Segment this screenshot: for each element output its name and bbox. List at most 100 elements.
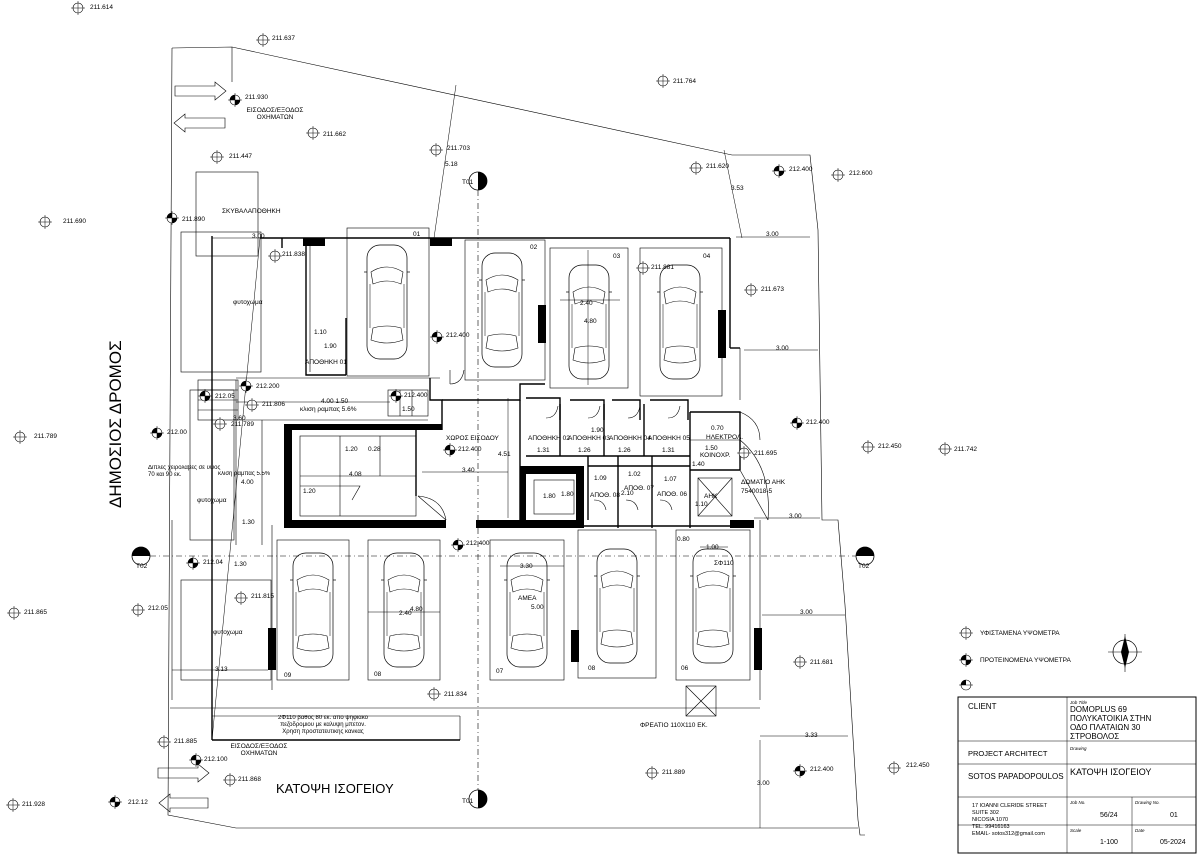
date: 05-2024 bbox=[1160, 839, 1186, 846]
room-label-storage-08: ΑΠΟΘ. 08 bbox=[590, 492, 620, 499]
dim: 5.00 bbox=[531, 604, 544, 611]
vehicle-entry-bottom-note: ΕΙΣΟΔΟΣ/ΕΞΟΔΟΣ ΟΧΗΜΑΤΩΝ bbox=[230, 743, 288, 757]
dim: 3.53 bbox=[731, 185, 744, 192]
room-label-storage-05: ΑΠΟΘΗΚΗ 05 bbox=[648, 435, 690, 442]
level-212100: 212.100 bbox=[204, 756, 228, 763]
vehicle-entry-top-note: ΕΙΣΟΔΟΣ/ΕΞΟΔΟΣ ΟΧΗΜΑΤΩΝ bbox=[247, 107, 304, 121]
ramp-area bbox=[197, 377, 440, 690]
drawing-title: ΚΑΤΟΨΗ ΙΣΟΓΕΙΟΥ bbox=[1070, 767, 1151, 777]
room-label-lift: ΑΗΚ bbox=[704, 493, 718, 500]
dim: 1.90 bbox=[591, 427, 604, 434]
dim: 1.26 bbox=[618, 447, 631, 454]
dim: 3.13 bbox=[215, 666, 228, 673]
ramp-note: 4.00 1.50 bbox=[321, 398, 348, 405]
job-no-label: Job No. bbox=[1069, 800, 1086, 805]
level-211890: 211.890 bbox=[182, 216, 205, 223]
job-no: 56/24 bbox=[1100, 812, 1118, 819]
parking-number: 04 bbox=[703, 253, 711, 260]
parking-number: 09 bbox=[284, 672, 292, 679]
section-mark-left: T02 bbox=[136, 563, 148, 570]
level-211881: 211.881 bbox=[651, 264, 674, 271]
level-211868: 211.868 bbox=[238, 776, 261, 783]
dim: 4.80 bbox=[584, 318, 597, 325]
level-212600: 212.600 bbox=[849, 170, 873, 177]
level-211865: 211.865 bbox=[24, 609, 47, 616]
room-label-storage-02: ΑΠΟΘΗΚΗ 02 bbox=[528, 435, 570, 442]
dim: 2.40 bbox=[580, 300, 593, 307]
dim: 3.40 bbox=[462, 467, 475, 474]
dim: 1.80 bbox=[543, 493, 556, 500]
room-label-manhole: ΦΡΕΑΤΙΟ 110Χ110 ΕΚ. bbox=[640, 722, 708, 729]
section-mark-bottom: T01 bbox=[462, 798, 474, 805]
room-label-electrical: ΗΛΕΚΤΡΟΛ. bbox=[706, 434, 743, 441]
dim: 0.28 bbox=[368, 446, 381, 453]
vehicle-entry-bottom-text: ΕΙΣΟΔΟΣ/ΕΞΟΔΟΣ ΟΧΗΜΑΤΩΝ bbox=[230, 743, 288, 757]
parking-number: 02 bbox=[530, 244, 538, 251]
parking-number: 08 bbox=[374, 671, 382, 678]
room-label-pipe: ΣΦ110 bbox=[714, 560, 734, 567]
job-title-label: Job Title bbox=[1069, 700, 1087, 705]
dim: 1.31 bbox=[537, 447, 550, 454]
dim: 1.50 bbox=[705, 445, 718, 452]
level-211806: 211.806 bbox=[262, 401, 285, 408]
core bbox=[284, 424, 447, 528]
dimension-lines bbox=[172, 84, 848, 828]
parking-numbers: 01 02 03 04 09 08 07 08 06 bbox=[284, 231, 711, 679]
room-label-common: ΚΟΙΝΟΧΡ. bbox=[700, 452, 731, 459]
room-label-bin-store: ΣΚΥΒΑΛΑΠΟΘΗΚΗ bbox=[222, 208, 281, 215]
level-212400: 212.400 bbox=[458, 446, 482, 453]
dim: 1.30 bbox=[234, 561, 247, 568]
level-211681: 211.681 bbox=[810, 659, 833, 666]
room-label-lift-room: ΔΩΜΑΤΙΟ ΑΗΚ bbox=[741, 479, 786, 486]
level-212450: 212.450 bbox=[878, 443, 902, 450]
level-211662: 211.662 bbox=[323, 131, 346, 138]
level-211703: 211.703 bbox=[447, 145, 470, 152]
room-label-entrance-hall: ΧΩΡΟΣ ΕΙΣΟΔΟΥ bbox=[446, 435, 500, 442]
dim: 1.31 bbox=[662, 447, 675, 454]
job-title-line-1: DOMOPLUS 69 bbox=[1070, 705, 1127, 714]
level-212400: 212.400 bbox=[789, 166, 813, 173]
level-211889: 211.889 bbox=[662, 769, 685, 776]
parking-bays-bottom bbox=[276, 529, 751, 681]
level-212400: 212.400 bbox=[466, 540, 490, 547]
dim: 1.80 bbox=[561, 491, 574, 498]
level-211690: 211.690 bbox=[63, 218, 86, 225]
dim: 2.40 bbox=[399, 610, 412, 617]
date-label: Date bbox=[1135, 828, 1145, 833]
address-line-5: EMAIL- sotos312@gmail.com bbox=[972, 831, 1045, 837]
parking-number: 07 bbox=[496, 668, 504, 675]
dim: 0.80 bbox=[677, 536, 690, 543]
scale-label: Scale bbox=[1070, 828, 1082, 833]
planting-label: φυτοχωμα bbox=[197, 497, 227, 504]
parking-number: 03 bbox=[613, 253, 621, 260]
dim: 3.33 bbox=[805, 732, 818, 739]
level-212200: 212.200 bbox=[256, 383, 280, 390]
room-label-storage-06: ΑΠΟΘ. 06 bbox=[657, 491, 687, 498]
level-texts: 211.614 211.637 211.764 211.930 211.662 … bbox=[22, 4, 977, 808]
planting-label: φυτοχωμα bbox=[233, 299, 263, 306]
room-label-accessible-parking: ΑΜΕΑ bbox=[518, 595, 537, 602]
legend-proposed: ΠΡΟΤΕΙΝΟΜΕΝΑ ΥΨΟΜΕΤΡΑ bbox=[980, 657, 1071, 664]
north-arrow-icon bbox=[1108, 634, 1142, 672]
parking-number: 08 bbox=[588, 665, 596, 672]
level-211695: 211.695 bbox=[754, 450, 777, 457]
plot-boundary bbox=[167, 46, 865, 836]
level-211834: 211.834 bbox=[444, 691, 467, 698]
scale: 1-100 bbox=[1100, 839, 1118, 846]
dim: 3.60 bbox=[233, 415, 246, 422]
level-21200: 212.00 bbox=[167, 429, 187, 436]
room-label-storage-01: ΑΠΟΘΗΚΗ 01 bbox=[305, 359, 347, 366]
level-211447: 211.447 bbox=[229, 153, 252, 160]
job-title-line-2: ΠΟΛΥΚΑΤΟΙΚΙΑ ΣΤΗΝ bbox=[1070, 714, 1151, 723]
dim: 1.10 bbox=[695, 501, 708, 508]
road-label: ΔΗΜΟΣΙΟΣ ΔΡΟΜΟΣ bbox=[106, 340, 125, 508]
dim: 1.07 bbox=[664, 476, 677, 483]
level-211614: 211.614 bbox=[90, 4, 113, 11]
level-markers bbox=[5, 0, 953, 813]
room-labels: ΑΠΟΘΗΚΗ 01 ΑΠΟΘΗΚΗ 02 ΑΠΟΘΗΚΗ 03 ΑΠΟΘΗΚΗ… bbox=[197, 208, 786, 729]
job-title-line-4: ΣΤΡΟΒΟΛΟΣ bbox=[1070, 732, 1119, 741]
drawing-no: 01 bbox=[1170, 812, 1178, 819]
dim: 3.00 bbox=[789, 513, 802, 520]
vehicle-arrows bbox=[157, 81, 227, 813]
